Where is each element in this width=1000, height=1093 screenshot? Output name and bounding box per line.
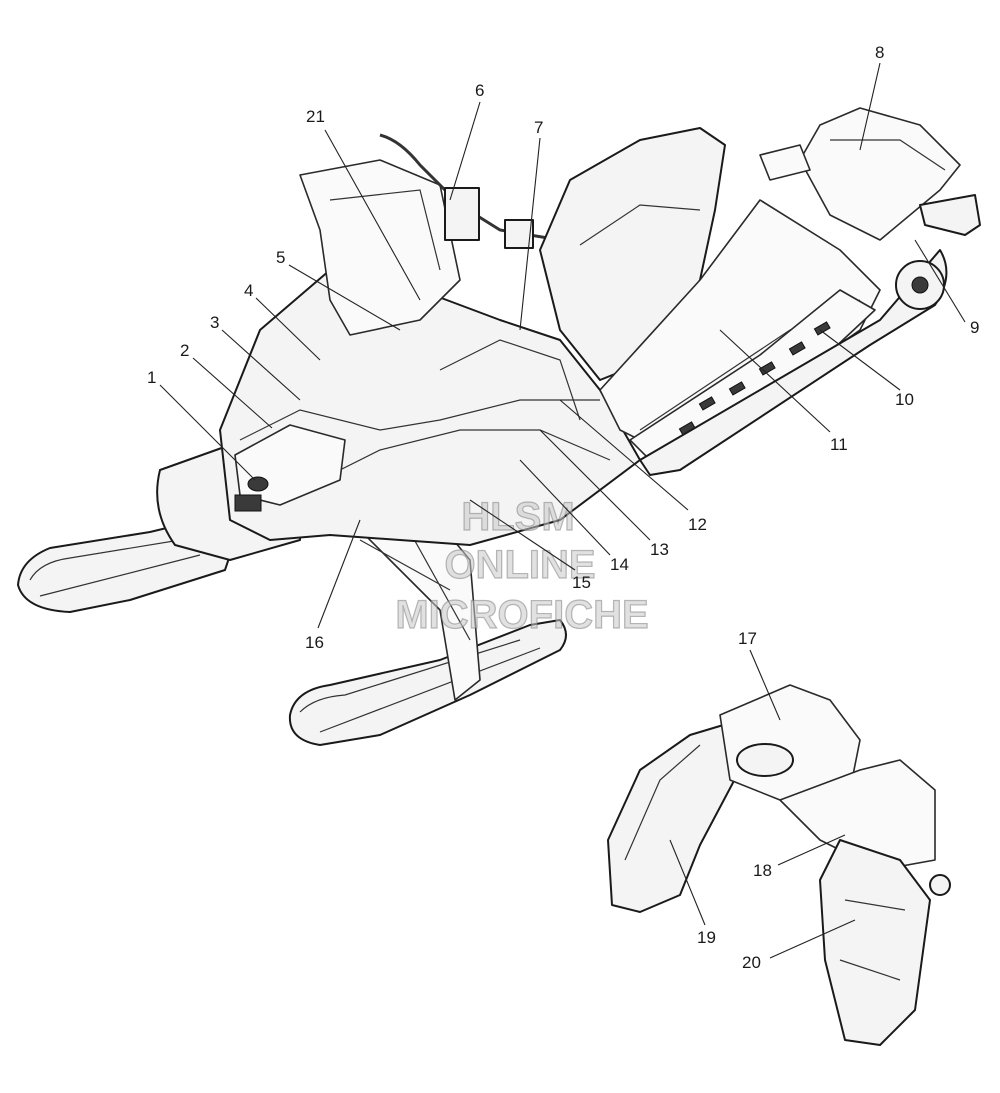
callout-2: 2 (180, 341, 189, 360)
callout-6: 6 (475, 81, 484, 100)
callout-20: 20 (742, 953, 761, 972)
track (639, 249, 948, 476)
snowflap (919, 194, 981, 236)
callout-3: 3 (210, 313, 219, 332)
callout-12: 12 (688, 515, 707, 534)
callout-5: 5 (276, 248, 285, 267)
callout-10: 10 (895, 390, 914, 409)
windshield (299, 159, 461, 336)
panel-20 (819, 839, 931, 1046)
callout-7: 7 (534, 118, 543, 137)
callout-21: 21 (306, 107, 325, 126)
callout-11: 11 (830, 435, 848, 454)
callout-18: 18 (753, 861, 772, 880)
callout-16: 16 (305, 633, 324, 652)
callout-15: 15 (572, 573, 591, 592)
panel-18 (779, 759, 936, 871)
callout-14: 14 (610, 555, 629, 574)
right-ski (288, 619, 567, 746)
callout-8: 8 (875, 43, 884, 62)
callout-1: 1 (147, 368, 156, 387)
watermark-line3: MICROFICHE (395, 593, 648, 637)
rear-rack (799, 107, 961, 241)
handlebar-block (444, 187, 480, 241)
callout-19: 19 (697, 928, 716, 947)
callout-numbers: 1 2 3 4 5 6 7 8 9 10 11 12 13 14 15 16 1… (147, 43, 979, 972)
callout-4: 4 (244, 281, 253, 300)
callout-17: 17 (738, 629, 757, 648)
watermark-line2: ONLINE (444, 543, 595, 587)
watermark: HLSM ONLINE MICROFICHE (395, 494, 650, 637)
callout-13: 13 (650, 540, 669, 559)
callout-9: 9 (970, 318, 979, 337)
rear-shock (759, 144, 811, 181)
exploded-panels (607, 684, 951, 1046)
seat (539, 127, 726, 381)
snowmobile-drawing (17, 107, 981, 746)
callout-leaders (159, 62, 966, 959)
